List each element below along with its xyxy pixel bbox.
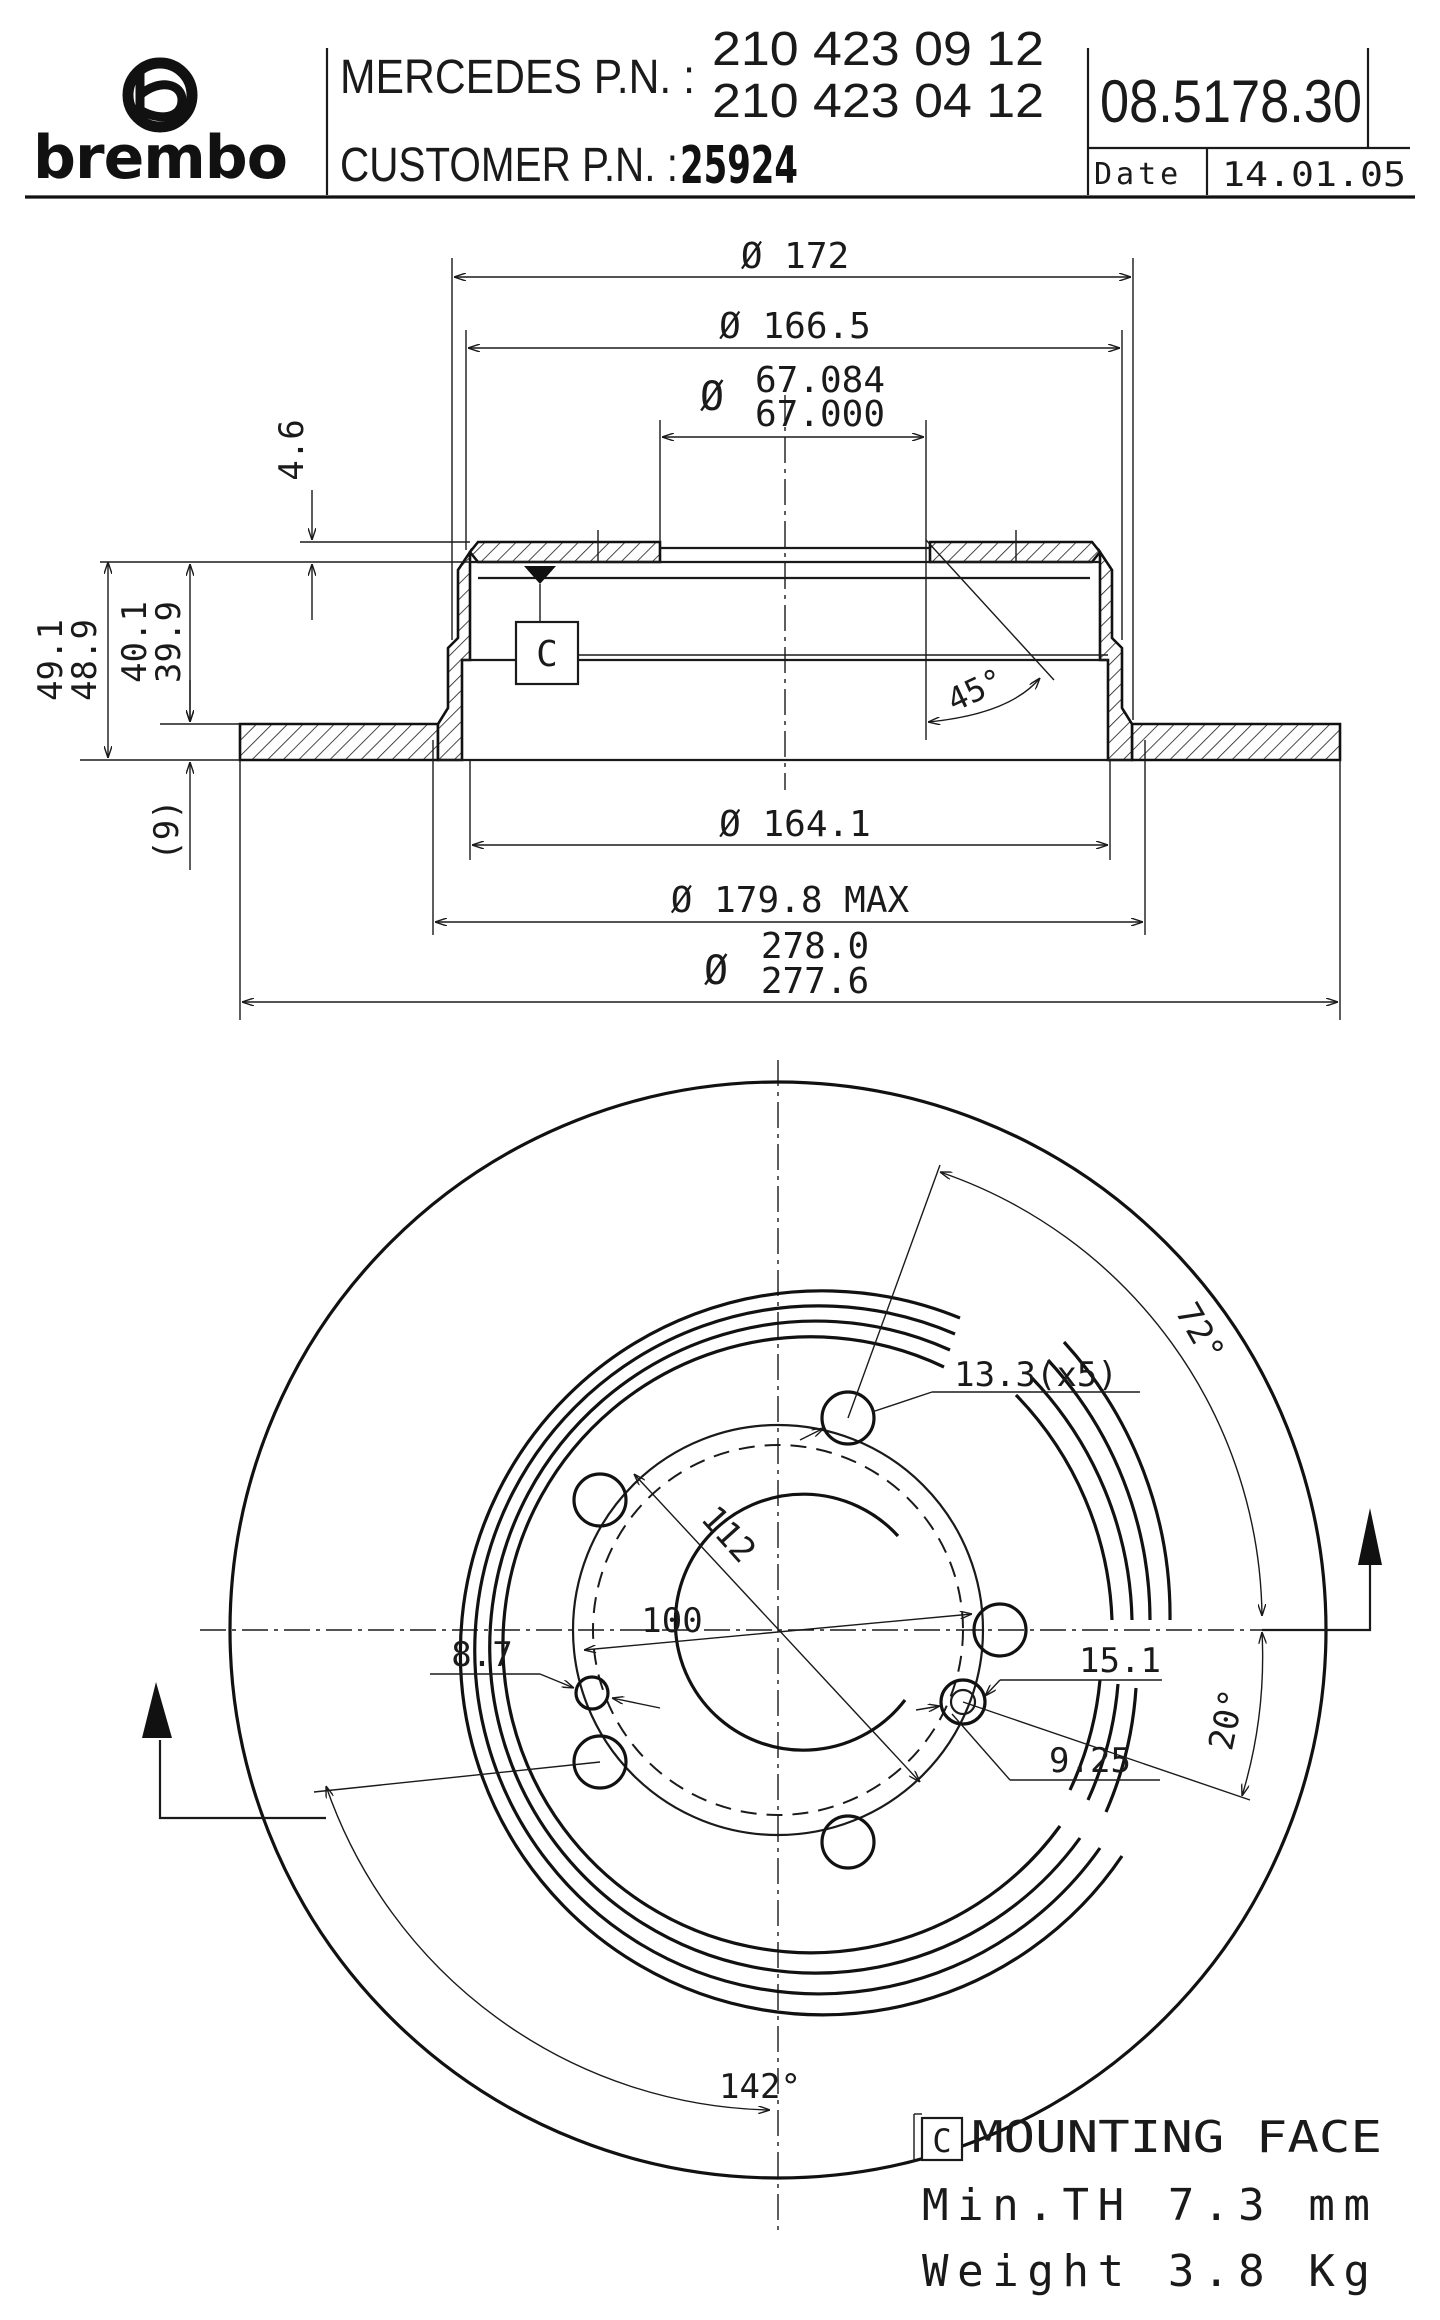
locating-hole-left <box>574 1675 610 1711</box>
section-arrow-left-head <box>142 1682 172 1738</box>
dim-67-084-label: 67.084 <box>755 360 885 401</box>
dim-8-7-label: 8.7 <box>451 1635 512 1675</box>
dim-277-6-label: 277.6 <box>761 961 869 1002</box>
bolt-hole-2 <box>572 1472 628 1528</box>
brembo-logo: brembo <box>33 57 288 193</box>
mounting-face-label: MOUNTING FACE <box>972 2112 1382 2163</box>
angle-20-arc <box>1242 1632 1263 1796</box>
brembo-logo-mark <box>122 57 198 133</box>
angle-72-arc <box>940 1172 1262 1616</box>
leader-13-3 <box>871 1391 933 1413</box>
angle-20-label: 20° <box>1201 1686 1253 1754</box>
notes-datum-box <box>920 2116 964 2162</box>
dim-172-label: Ø 172 <box>741 236 849 277</box>
datum-c-label: C <box>536 634 558 675</box>
leader-20-radial <box>962 1701 1251 1801</box>
leader-15-1-b <box>915 1706 940 1710</box>
date-value: 14.01.05 <box>1222 155 1406 195</box>
hub-ring <box>571 1423 985 1837</box>
dim-67-dia-symbol: Ø <box>700 374 724 420</box>
leader-72-radial <box>847 1164 941 1419</box>
dim-9-label: (9) <box>147 799 187 860</box>
bolt-hole-4 <box>820 1814 876 1870</box>
dim-4-6-label: 4.6 <box>272 419 312 480</box>
leader-13-3-arrow <box>799 1428 824 1441</box>
customer-label: CUSTOMER P.N. : <box>340 139 678 192</box>
datum-c-box <box>514 620 580 686</box>
dim-39-9-label: 39.9 <box>149 601 189 683</box>
dim-112-label: 112 <box>693 1498 764 1570</box>
section-arrow-right-head <box>1358 1508 1382 1565</box>
leader-9-25 <box>951 1713 1011 1781</box>
dim-166-5-label: Ø 166.5 <box>719 306 871 347</box>
angle-142-label: 142° <box>719 2067 801 2107</box>
dim-278-0-label: 278.0 <box>761 926 869 967</box>
section-arrow-left <box>158 1740 326 1820</box>
dim-164-1-label: Ø 164.1 <box>719 804 871 845</box>
dim-40-1-label: 40.1 <box>115 601 155 683</box>
groove-arc-4 <box>501 1335 1062 1955</box>
section-right-hat <box>928 540 1102 564</box>
title-block: brembo MERCEDES P.N. : 210 423 09 12 210… <box>25 23 1415 199</box>
leader-8-7 <box>539 1673 574 1688</box>
section-left-wall <box>436 547 472 762</box>
groove-arc-2 <box>473 1304 1102 1996</box>
bolt-hole-1 <box>820 1390 876 1446</box>
dim-67-000-label: 67.000 <box>755 394 885 435</box>
groove-arc-lower-right-3 <box>1104 1687 1138 1813</box>
dim-15-1-label: 15.1 <box>1079 1641 1161 1681</box>
dim-9-25-label: 9.25 <box>1049 1741 1131 1781</box>
leader-15-1 <box>985 1679 1001 1696</box>
date-label: Date <box>1094 157 1182 192</box>
dim-179-8-label: Ø 179.8 MAX <box>671 880 910 921</box>
brand-wordmark: brembo <box>33 123 287 193</box>
groove-arc-right-3 <box>1046 1358 1152 1621</box>
chamfer-line <box>925 539 1055 681</box>
brembo-logo-inner <box>135 70 187 122</box>
leader-8-7-b <box>612 1698 661 1709</box>
section-view: Ø 172 Ø 166.5 Ø 67.084 67.000 4.6 49.1 4… <box>31 236 1342 1020</box>
leader-142-radial <box>313 1761 601 1793</box>
groove-arc-lower-right-2 <box>1086 1683 1120 1801</box>
face-view: 72° 13.3(x5) 112 100 8.7 15.1 9.25 20° 1… <box>142 1060 1382 2230</box>
min-thickness-label: Min.TH 7.3 mm <box>922 2180 1370 2231</box>
mercedes-pn-2: 210 423 04 12 <box>712 75 1044 128</box>
angle-142-arc <box>326 1786 770 2110</box>
locating-hole-right <box>939 1678 987 1726</box>
part-number: 08.5178.30 <box>1100 68 1362 135</box>
dim-line-100 <box>584 1614 972 1650</box>
mercedes-pn-1: 210 423 09 12 <box>712 23 1044 76</box>
section-right-flange <box>1130 722 1342 762</box>
hole-13-3-label: 13.3(x5) <box>954 1355 1118 1395</box>
notes-block: C MOUNTING FACE Min.TH 7.3 mm Weight 3.8… <box>913 2112 1382 2297</box>
angle-45-label: 45° <box>941 661 1009 720</box>
section-left-flange <box>238 722 440 762</box>
groove-arc-1 <box>458 1289 1124 2017</box>
angle-45-arc <box>928 678 1040 722</box>
section-arrow-right <box>1262 1560 1372 1632</box>
section-left-hat <box>468 540 662 564</box>
locating-hole-right-inner <box>949 1688 977 1716</box>
weight-label: Weight 3.8 Kg <box>922 2246 1370 2297</box>
groove-arc-lower-right-1 <box>1068 1679 1102 1791</box>
mercedes-label: MERCEDES P.N. : <box>340 51 695 104</box>
dim-278-dia-symbol: Ø <box>704 948 728 994</box>
dim-48-9-label: 48.9 <box>65 619 105 701</box>
groove-arc-3 <box>488 1319 1082 1975</box>
dim-49-1-label: 49.1 <box>31 619 71 701</box>
customer-pn: 25924 <box>680 136 798 196</box>
section-right-wall <box>1098 547 1134 762</box>
datum-triangle <box>524 566 556 584</box>
dim-100-label: 100 <box>641 1601 702 1641</box>
notes-datum-label: C <box>932 2122 951 2160</box>
